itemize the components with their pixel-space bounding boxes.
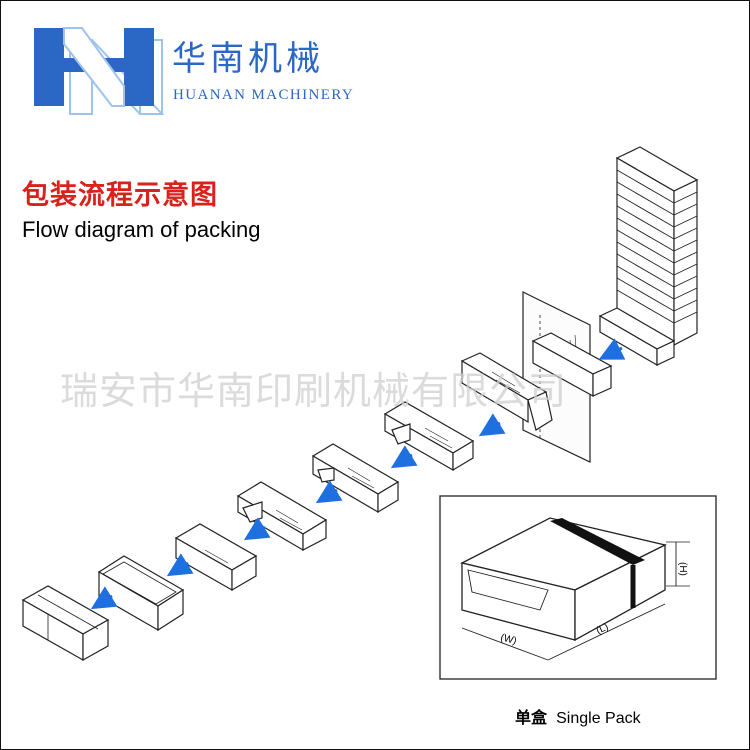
- blank-stack: [598, 146, 699, 367]
- company-watermark: 瑞安市华南印刷机械有限公司: [60, 369, 568, 413]
- box-stage-3: [383, 401, 475, 472]
- box-stage-8: [21, 585, 110, 662]
- diagram-title-en: Flow diagram of packing: [22, 217, 261, 242]
- box-stage-1: [531, 332, 613, 398]
- flow-arrow-1: [598, 338, 626, 360]
- logo-mark: [34, 27, 165, 115]
- single-pack-caption: 单盒 Single Pack: [515, 704, 641, 728]
- flow-arrow-6: [166, 553, 194, 577]
- flow-arrow-2: [478, 413, 506, 437]
- box-stage-2: [460, 352, 553, 431]
- height-label: (H): [677, 562, 688, 576]
- diagram-title-cn: 包装流程示意图: [22, 180, 218, 211]
- box-stage-5: [236, 481, 328, 552]
- single-pack-drawing: [460, 517, 690, 661]
- box-stage-6: [174, 523, 258, 592]
- logo-letters: [34, 27, 154, 107]
- flow-arrows: [90, 338, 626, 610]
- brand-name-cn: 华南机械: [172, 39, 324, 79]
- single-pack-caption-en: Single Pack: [556, 710, 641, 727]
- flow-arrow-7: [90, 586, 118, 610]
- flow-arrow-5: [243, 517, 271, 541]
- single-pack-caption-cn: 单盒: [515, 708, 548, 727]
- box-stage-4: [311, 443, 400, 514]
- length-label: (L): [595, 622, 611, 637]
- brand-name-en: HUANAN MACHINERY: [173, 87, 355, 103]
- box-stage-7: [97, 555, 185, 632]
- flow-arrow-3: [390, 445, 418, 469]
- flow-arrow-4: [315, 480, 343, 504]
- width-label: (W): [499, 632, 517, 647]
